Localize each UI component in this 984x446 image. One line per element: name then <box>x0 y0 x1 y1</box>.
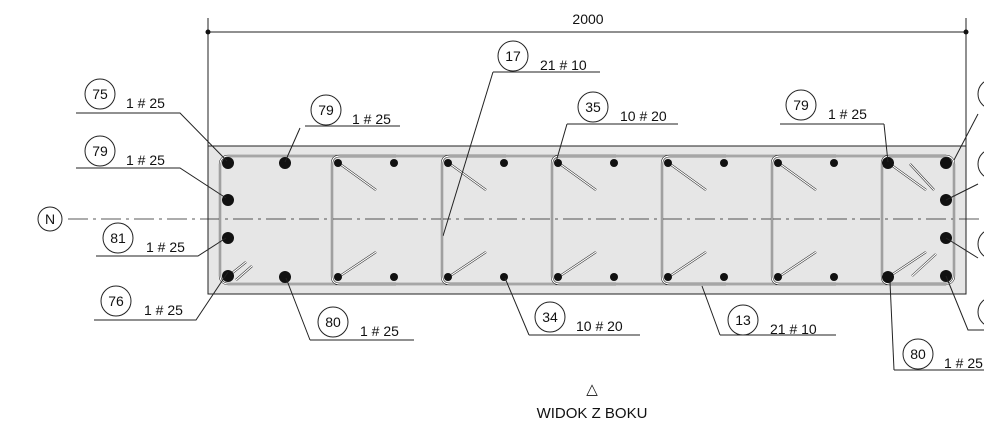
callout-c79c: 79 1 # 25 <box>785 89 867 122</box>
stirrup-4 <box>660 154 726 286</box>
bar-dot <box>610 273 618 281</box>
bar-dot <box>222 194 234 206</box>
callout-number: 79 <box>793 97 809 113</box>
callout-number: 13 <box>735 312 751 328</box>
bar-dot <box>554 159 562 167</box>
callout-c17: 17 21 # 10 <box>497 40 587 73</box>
view-caption: △ WIDOK Z BOKU <box>537 381 648 422</box>
bar-dot <box>882 271 894 283</box>
bar-dot <box>334 273 342 281</box>
stirrup-5 <box>770 154 836 286</box>
callout-number: 76 <box>108 293 124 309</box>
bar-dot <box>444 159 452 167</box>
callout-c79b: 79 1 # 25 <box>310 94 391 127</box>
stirrup-1 <box>330 154 396 286</box>
dimension-line: 2000 <box>205 11 969 150</box>
callout-c35: 35 10 # 20 <box>577 91 667 124</box>
bar-dot <box>664 159 672 167</box>
bar-dot <box>222 270 234 282</box>
view-title: WIDOK Z BOKU <box>537 405 648 422</box>
callout-c81: 81 1 # 25 <box>102 222 185 255</box>
bar-dot <box>390 273 398 281</box>
bar-dot <box>222 157 234 169</box>
callout-text: 1 # 25 <box>126 95 165 111</box>
callout-number: 35 <box>585 99 601 115</box>
callout-text: 21 # 10 <box>770 321 817 337</box>
bar-dot <box>444 273 452 281</box>
bar-dot <box>500 273 508 281</box>
callout-number: 34 <box>542 309 558 325</box>
axis-line: N <box>37 206 984 232</box>
bar-dot <box>610 159 618 167</box>
bar-dot <box>720 273 728 281</box>
bar-dot <box>830 159 838 167</box>
bar-dot <box>774 273 782 281</box>
stirrup-6 <box>880 154 946 286</box>
callout-number: 81 <box>110 230 126 246</box>
callout-text: 21 # 10 <box>540 57 587 73</box>
callout-number: 79 <box>92 143 108 159</box>
bar-dot <box>830 273 838 281</box>
callout-number: 80 <box>325 314 341 330</box>
bar-dot <box>774 159 782 167</box>
bar-dot <box>882 157 894 169</box>
bar-dots <box>222 157 952 283</box>
callout-text: 1 # 25 <box>360 323 399 339</box>
callout-c80a: 80 1 # 25 <box>317 306 399 339</box>
bar-dot <box>500 159 508 167</box>
stirrup-group <box>225 154 946 286</box>
bar-dot <box>222 232 234 244</box>
callout-number: 17 <box>505 48 521 64</box>
bar-dot <box>390 159 398 167</box>
callout-text: 1 # 25 <box>144 302 183 318</box>
callout-c34: 34 10 # 20 <box>534 301 623 334</box>
bar-dot <box>940 157 952 169</box>
stirrup-3 <box>550 154 616 286</box>
leader-lines <box>76 71 984 371</box>
callout-c13: 13 21 # 10 <box>727 304 817 337</box>
bar-dot <box>720 159 728 167</box>
callout-text: 1 # 25 <box>828 106 867 122</box>
callout-labels: 75 1 # 25 79 1 # 25 81 1 # 25 76 1 # 25 79 1 # 25… <box>84 40 983 371</box>
callout-number: 79 <box>318 102 334 118</box>
dimension-value: 2000 <box>572 11 603 27</box>
view-symbol: △ <box>586 381 598 398</box>
callout-number: 75 <box>92 86 108 102</box>
axis-marker-label: N <box>45 211 55 227</box>
callout-text: 1 # 25 <box>944 355 983 371</box>
callout-c75: 75 1 # 25 <box>84 78 165 111</box>
callout-text: 10 # 20 <box>620 108 667 124</box>
bar-dot <box>664 273 672 281</box>
bar-dot <box>334 159 342 167</box>
callout-text: 1 # 25 <box>146 239 185 255</box>
bar-dot <box>279 271 291 283</box>
callout-number: 80 <box>910 346 926 362</box>
callout-c80b: 80 1 # 25 <box>902 338 983 371</box>
concrete-section <box>207 145 967 295</box>
callout-c79a: 79 1 # 25 <box>84 135 165 168</box>
callout-text: 10 # 20 <box>576 318 623 334</box>
callout-c76: 76 1 # 25 <box>100 285 183 318</box>
callout-text: 1 # 25 <box>126 152 165 168</box>
stirrup-2 <box>440 154 506 286</box>
end-hook-right <box>909 163 937 277</box>
bar-dot <box>554 273 562 281</box>
callout-text: 1 # 25 <box>352 111 391 127</box>
bar-dot <box>279 157 291 169</box>
right-edge-callouts <box>977 81 984 325</box>
